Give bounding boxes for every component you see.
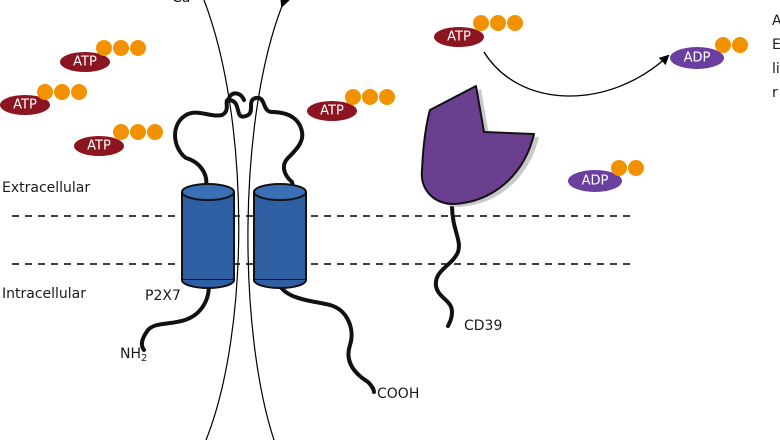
intracellular-label: Intracellular [2, 286, 86, 302]
n-terminus-label: NH2 [120, 346, 147, 364]
svg-text:ATP: ATP [73, 55, 97, 70]
extracellular-label: Extracellular [2, 180, 90, 196]
top-cut-label: Ca [172, 0, 190, 6]
n-terminus-subscript: 2 [141, 353, 147, 364]
atp-molecule: ATP [434, 15, 523, 47]
cd39-stem [433, 203, 461, 328]
atp-molecule: ATP [307, 89, 395, 121]
pore-left-line [203, 0, 240, 440]
svg-text:ADP: ADP [582, 174, 609, 189]
p2x7-extracellular-loop [173, 95, 305, 192]
p2x7-n-terminus-tail [139, 276, 211, 352]
svg-text:ATP: ATP [447, 30, 471, 45]
svg-text:ATP: ATP [13, 98, 37, 113]
atp-molecule: ATP [0, 84, 87, 115]
legend-fragment: A [772, 13, 780, 29]
svg-text:ATP: ATP [320, 104, 344, 119]
cd39-enzyme [420, 85, 535, 205]
p2x7-tm-helix-1 [181, 183, 235, 289]
atp-hydrolysis-arrow [483, 51, 670, 97]
adp-molecule: ADP [670, 37, 748, 69]
legend-fragment: E [772, 37, 780, 53]
c-terminus-label: COOH [377, 386, 419, 402]
p2x7-c-terminus-tail [274, 276, 376, 394]
svg-text:ADP: ADP [684, 51, 711, 66]
p2x7-tm-helix-2 [253, 183, 307, 289]
atp-molecule: ATP [74, 124, 163, 156]
svg-text:ATP: ATP [87, 139, 111, 154]
pore-right-line [247, 0, 290, 440]
n-terminus-main: NH [120, 346, 141, 362]
adp-molecule: ADP [568, 160, 644, 192]
p2x7-top-fold [227, 91, 246, 103]
p2x7-label: P2X7 [145, 288, 181, 304]
legend-fragment: r [772, 85, 778, 101]
legend-fragment: li [772, 61, 780, 77]
atp-molecule: ATP [60, 40, 146, 72]
cd39-label: CD39 [464, 318, 502, 334]
